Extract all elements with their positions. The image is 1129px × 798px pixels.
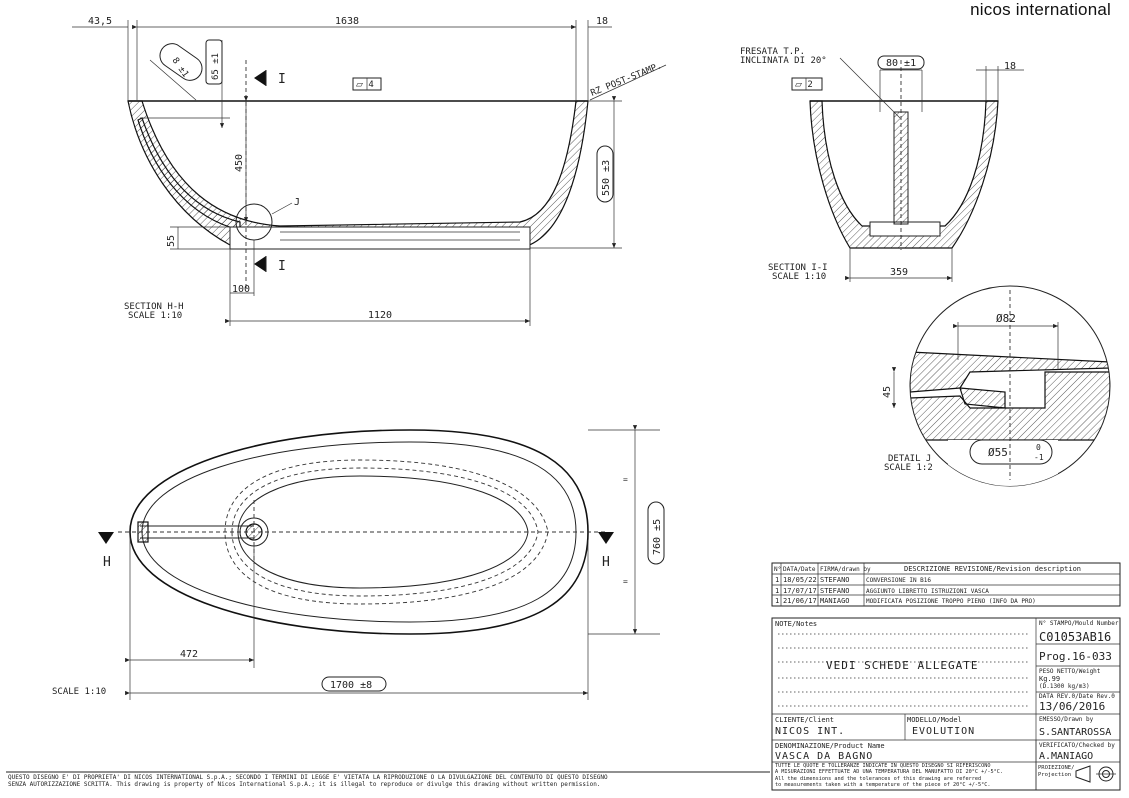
verif-label: VERIFICATO/Checked by: [1039, 742, 1115, 749]
eq-mark-bottom: =: [623, 577, 628, 586]
dim-45: 45: [882, 386, 893, 398]
emesso-label: EMESSO/Drawn by: [1039, 716, 1094, 723]
dim-550: 550 ±3: [601, 160, 612, 196]
dim-100: 100: [232, 284, 250, 295]
footer-line-2: SENZA AUTORIZZAZIONE SCRITTA. This drawi…: [8, 781, 601, 788]
tolerance-line-2: A MISURAZIONI EFFETTUATE AD UNA TEMPERAT…: [775, 769, 1003, 775]
dim-18-top: 18: [596, 16, 608, 27]
projection-label: PROIEZIONE/ Projection: [1038, 765, 1075, 778]
notes-label: NOTE/Notes: [775, 620, 818, 628]
modello-value: EVOLUTION: [912, 726, 976, 737]
emesso-value: S.SANTAROSSA: [1039, 727, 1112, 738]
rz-post-stamp: RZ POST-STAMP.: [589, 61, 663, 99]
plan-view: H H 760 ±5 = = 472 1700 ±8 SCALE 1:10: [52, 425, 665, 700]
verif-value: A.MANIAGO: [1039, 751, 1094, 762]
tolerance-line-1: TUTTE LE QUOTE E TOLLERANZE INDICATE IN …: [775, 763, 991, 769]
section-hh-scale: SCALE 1:10: [128, 311, 182, 321]
detail-j-mark: J: [294, 197, 300, 208]
prog-value: Prog.16-033: [1039, 650, 1112, 663]
flatness-2: ⏥ 2: [795, 80, 813, 90]
brand-logo: nicos international: [970, 0, 1111, 19]
rev-row-3-drawn: MANIAGO: [820, 597, 850, 605]
dim-82: Ø82: [996, 312, 1016, 325]
dim-65: 65 ±1: [211, 53, 221, 80]
dim-760: 760 ±5: [652, 519, 663, 555]
rev-header-desc: DESCRIZIONE REVISIONE/Revision descripti…: [904, 565, 1082, 573]
rev-row-3-date: 21/06/17: [783, 597, 817, 605]
flatness-4: ⏥ 4: [356, 80, 374, 90]
notes-text: VEDI SCHEDE ALLEGATE: [826, 659, 979, 672]
modello-label: MODELLO/Model: [907, 716, 962, 724]
detail-j-label: DETAIL J: [888, 454, 931, 464]
scale-main: SCALE 1:10: [52, 687, 106, 697]
rev-row-1-date: 18/05/22: [783, 576, 817, 584]
section-ii-view: FRESATA T.P. INCLINATA DI 20° 80 ±1 18 ⏥…: [740, 47, 1024, 282]
fresata-line-2: INCLINATA DI 20°: [740, 56, 827, 66]
denom-label: DENOMINAZIONE/Product Name: [775, 742, 885, 750]
section-hh-label: SECTION H-H: [124, 302, 184, 312]
rev-row-3-desc: MODIFICATA POSIZIONE TROPPO PIENO (INFO …: [866, 598, 1036, 605]
rev-header-date: DATA/Date: [783, 566, 816, 573]
dim-359: 359: [890, 267, 908, 278]
detail-j-view: Ø82 45 Ø55 0 -1 DETAIL J SCALE 1:2: [882, 285, 1111, 487]
detail-j-scale: SCALE 1:2: [884, 463, 933, 473]
dim-55-detail: Ø55: [988, 446, 1008, 459]
section-hh-shell: [127, 100, 589, 249]
dim-55-tol-dn: -1: [1034, 453, 1044, 462]
eq-mark-top: =: [623, 475, 628, 484]
section-ii-scale: SCALE 1:10: [772, 272, 826, 282]
dim-80: 80 ±1: [886, 58, 916, 69]
data-rev-value: 13/06/2016: [1039, 700, 1106, 713]
section-mark-h-left: H: [103, 555, 111, 570]
dim-8: 8 ±1: [170, 56, 191, 80]
dim-55-tol-up: 0: [1036, 443, 1041, 452]
peso-label: PESO NETTO/Weight: [1039, 668, 1101, 675]
rev-row-1-n: 1: [775, 576, 780, 584]
rev-row-2-n: 1: [775, 587, 780, 595]
stampo-label: N° STAMPO/Mould Number: [1039, 620, 1119, 627]
footer-line-1: QUESTO DISEGNO E' DI PROPRIETA' DI NICOS…: [8, 774, 608, 781]
fresata-line-1: FRESATA T.P.: [740, 47, 805, 57]
rev-row-2-desc: AGGIUNTO LIBRETTO ISTRUZIONI VASCA: [866, 588, 989, 595]
rev-header-n: N°: [774, 566, 782, 573]
section-hh-view: 43,5 1638 18 65 ±1 8 ±1 450 550 ±3 55 10…: [72, 16, 667, 326]
section-mark-i-top: I: [278, 72, 286, 87]
rev-row-2-date: 17/07/17: [783, 587, 817, 595]
tolerance-line-3: All the dimensions and the tolerances of…: [775, 776, 982, 782]
tolerance-line-4: to measurements taken with a temperature…: [775, 782, 991, 788]
data-rev-label: DATA REV.0/Date Rev.0: [1039, 693, 1115, 700]
dim-1638: 1638: [335, 16, 359, 27]
dim-1700: 1700 ±8: [330, 680, 372, 691]
rev-row-1-drawn: STEFANO: [820, 576, 850, 584]
rev-row-3-n: 1: [775, 597, 780, 605]
rev-row-2-drawn: STEFANO: [820, 587, 850, 595]
section-mark-h-right: H: [602, 555, 610, 570]
section-mark-i-bottom: I: [278, 259, 286, 274]
peso-value: Kg.99: [1039, 675, 1061, 683]
dim-1120: 1120: [368, 310, 392, 321]
rev-header-drawn: FIRMA/drawn by: [820, 566, 871, 573]
dim-472: 472: [180, 649, 198, 660]
peso-density: (D.1300 kg/m3): [1039, 683, 1090, 690]
title-block-grid: [6, 562, 1121, 791]
dim-43-5: 43,5: [88, 16, 112, 27]
cliente-label: CLIENTE/Client: [775, 716, 835, 724]
dim-18-right: 18: [1004, 61, 1016, 72]
rev-row-1-desc: CONVERSIONE IN B16: [866, 577, 932, 584]
section-ii-label: SECTION I-I: [768, 263, 828, 273]
cliente-value: NICOS INT.: [775, 726, 846, 737]
dim-450: 450: [234, 154, 245, 172]
stampo-value: C01053AB16: [1039, 630, 1112, 644]
dim-55: 55: [166, 235, 177, 247]
denom-value: VASCA DA BAGNO: [775, 751, 874, 762]
